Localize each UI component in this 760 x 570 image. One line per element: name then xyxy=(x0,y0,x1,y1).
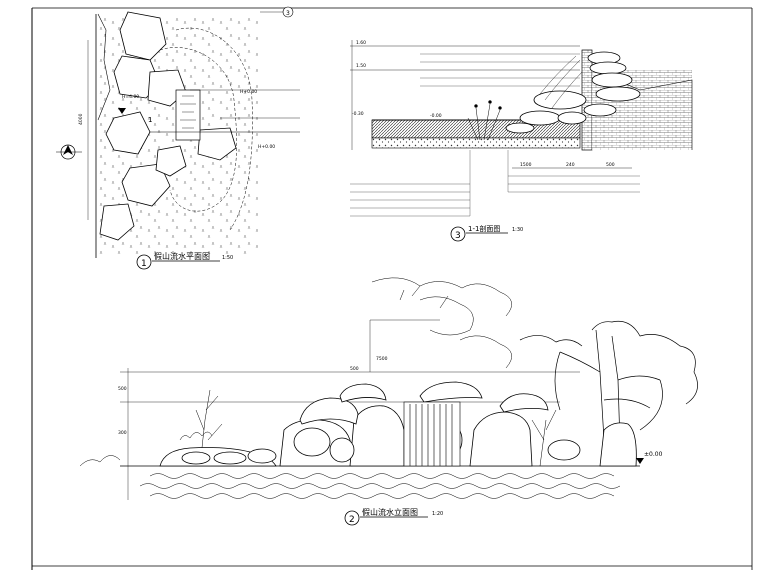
section-dim-2: 240 xyxy=(566,162,575,168)
elevation-water-hatch xyxy=(139,473,621,499)
plan-level-top: H+0.00 xyxy=(240,89,257,95)
plan-boulder xyxy=(197,127,237,161)
plan-section-mark: 1 xyxy=(148,116,152,124)
section-note-leaders xyxy=(350,150,640,217)
section-level-top: 1.60 xyxy=(356,40,366,46)
elevation-dim-left-1: 500 xyxy=(118,386,127,392)
elevation-rock xyxy=(293,427,331,457)
elevation-level-triangle xyxy=(636,458,644,464)
elevation-rock xyxy=(181,451,211,465)
section-dim-1: 1500 xyxy=(520,162,532,168)
section-plants xyxy=(467,100,502,141)
section-title: 1-1剖面图 xyxy=(468,224,500,233)
elevation-title: 假山流水立面图 xyxy=(362,507,418,517)
elevation-rock xyxy=(499,393,549,413)
elevation-dim-span: 500 xyxy=(350,366,359,372)
elevation-scale: 1:20 xyxy=(432,511,443,517)
section-title-bubble xyxy=(450,226,466,242)
plan-boulders xyxy=(99,11,237,241)
plan-drawing: 1 H=4.00 H+0.00 H+0.00 3 4000 1 假山流水平面图 … xyxy=(56,6,300,270)
elevation-drawing: 500 300 7500 500 ±0.00 xyxy=(79,277,698,526)
elevation-waterfall xyxy=(403,401,461,467)
elevation-rock xyxy=(469,411,533,467)
plan-title-bubble xyxy=(136,254,152,270)
section-level-base: -0.30 xyxy=(352,111,364,117)
section-title-block: 3 1-1剖面图 1:30 xyxy=(450,224,523,242)
section-stones xyxy=(505,51,641,134)
elevation-rock xyxy=(349,405,405,467)
elevation-rock xyxy=(599,422,637,467)
elevation-rock xyxy=(547,439,581,461)
elevation-rock xyxy=(213,451,247,465)
plan-level-triangle xyxy=(118,108,126,114)
elevation-dim-left-2: 300 xyxy=(118,430,127,436)
elevation-tree xyxy=(519,320,698,445)
elevation-title-bubble xyxy=(344,510,360,526)
section-base-layer xyxy=(371,137,581,149)
elevation-number: 2 xyxy=(349,515,355,525)
elevation-rock xyxy=(329,437,355,463)
elevation-rock xyxy=(339,383,387,403)
plan-boulder xyxy=(155,145,187,177)
north-arrow-icon xyxy=(56,144,82,160)
section-scale: 1:30 xyxy=(512,227,523,233)
elevation-rock xyxy=(299,397,359,425)
section-level-water: -0.00 xyxy=(430,113,442,119)
plan-number: 1 xyxy=(141,259,147,269)
plan-boulder xyxy=(99,203,135,241)
elevation-tree-canopy xyxy=(371,277,512,369)
plan-level-mid: H+0.00 xyxy=(258,144,275,150)
elevation-rock xyxy=(419,381,483,403)
elevation-title-block: 2 假山流水立面图 1:20 xyxy=(344,507,443,526)
plan-scale: 1:50 xyxy=(222,255,233,261)
plan-boulder xyxy=(105,111,151,155)
plan-index-ref: 3 xyxy=(286,10,290,17)
section-level-upper: 1.50 xyxy=(356,63,366,69)
plan-title: 假山流水平面图 xyxy=(154,251,210,261)
plan-title-block: 1 假山流水平面图 1:50 xyxy=(136,251,233,270)
section-drawing: 1.60 1.50 -0.30 -0.00 xyxy=(350,40,693,242)
section-number: 3 xyxy=(455,231,461,241)
elevation-dim-width: 7500 xyxy=(376,356,388,362)
elevation-level-ground: ±0.00 xyxy=(644,451,663,458)
elevation-rockery xyxy=(159,381,637,467)
elevation-shrubs xyxy=(79,389,557,467)
plan-dim-side: 4000 xyxy=(78,113,84,125)
sheet-border xyxy=(31,7,753,570)
plan-level-note: H=4.00 xyxy=(122,94,139,100)
section-dim-3: 500 xyxy=(606,162,615,168)
elevation-rock xyxy=(247,448,277,464)
